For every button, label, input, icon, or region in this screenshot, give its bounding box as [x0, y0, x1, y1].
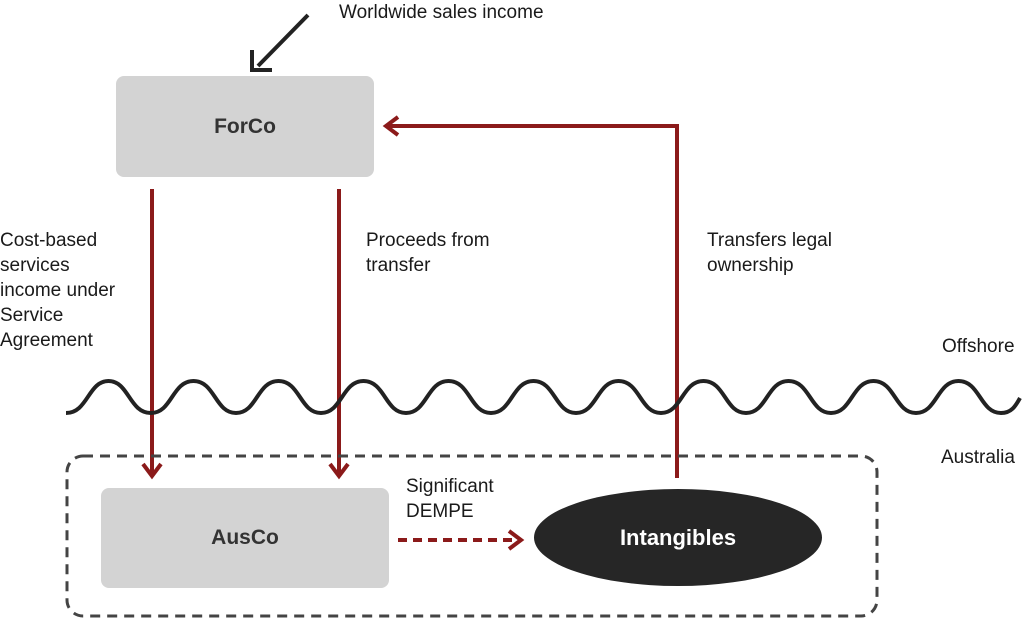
significant-dempe-label: Significant DEMPE — [406, 476, 494, 522]
ausco-box: AusCo — [101, 488, 389, 588]
proceeds-label: Proceeds from transfer — [366, 230, 490, 276]
cost-based-arrow — [141, 189, 163, 480]
offshore-boundary-wave — [65, 378, 1022, 416]
forco-box: ForCo — [116, 76, 374, 177]
intangibles-label: Intangibles — [619, 524, 737, 550]
forco-label: ForCo — [214, 114, 276, 138]
proceeds-arrow — [328, 189, 350, 480]
intangibles-ellipse: Intangibles — [534, 489, 822, 586]
offshore-label: Offshore — [942, 336, 1015, 357]
ausco-label: AusCo — [211, 526, 279, 549]
australia-boundary-box — [65, 454, 879, 618]
dempe-arrow — [398, 529, 525, 551]
cost-based-label: Cost-based services income under Service… — [0, 230, 116, 351]
australia-label: Australia — [941, 447, 1015, 468]
worldwide-sales-arrow — [250, 13, 310, 72]
worldwide-sales-label: Worldwide sales income — [339, 2, 544, 23]
transfers-legal-label: Transfers legal ownership — [707, 230, 832, 276]
transfers-ownership-arrow — [382, 115, 679, 478]
